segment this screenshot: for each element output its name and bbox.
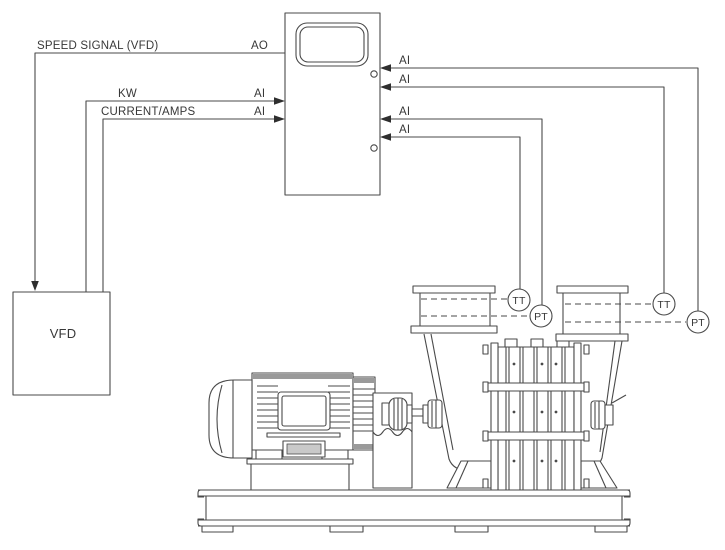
base-skid bbox=[197, 489, 631, 533]
ai-label-3: AI bbox=[399, 106, 410, 118]
blower-clamp-band bbox=[486, 431, 586, 441]
vent-line bbox=[611, 394, 627, 404]
blower-right-bearing bbox=[590, 394, 627, 430]
bolt bbox=[583, 478, 590, 489]
motor-foot bbox=[321, 449, 349, 460]
instrument-tt-left bbox=[507, 288, 531, 312]
motor-fins-right bbox=[328, 385, 350, 429]
arrowhead-current bbox=[274, 115, 285, 123]
blower-left-cone-inner bbox=[430, 333, 454, 451]
bolt bbox=[482, 381, 489, 393]
instrument-pt-left bbox=[529, 304, 553, 328]
motor-pedestal-top bbox=[246, 458, 354, 465]
motor-top-band bbox=[253, 374, 352, 379]
skid-foot-pad bbox=[329, 525, 364, 533]
motor-nameplate bbox=[277, 391, 331, 431]
tt-left-tag: TT bbox=[512, 295, 526, 307]
bolt bbox=[482, 478, 489, 489]
motor-pedestal bbox=[250, 463, 350, 491]
duct-right bbox=[555, 285, 629, 342]
duct-right-bottom-flange bbox=[555, 333, 629, 342]
speed-signal-label: SPEED SIGNAL (VFD) bbox=[37, 40, 158, 52]
current-amps-label: CURRENT/AMPS bbox=[101, 106, 196, 118]
coupling bbox=[381, 397, 443, 431]
arrowhead-to-vfd bbox=[31, 281, 39, 291]
coupling-disc bbox=[381, 402, 390, 426]
bolt bbox=[482, 430, 489, 442]
pt-right-tag: PT bbox=[691, 317, 705, 329]
speed-signal-io-label: AO bbox=[251, 40, 268, 52]
duct-left bbox=[410, 285, 498, 334]
ai-label-2: AI bbox=[399, 74, 410, 86]
instrument-pt-right bbox=[686, 310, 710, 334]
duct-right-top-flange bbox=[556, 285, 629, 294]
vfd-box: VFD bbox=[12, 291, 111, 396]
motor-foot bbox=[255, 449, 283, 460]
skid-left-flange-end bbox=[197, 518, 207, 527]
panel-latch-top bbox=[370, 70, 378, 78]
panel-latch-bottom bbox=[370, 144, 378, 152]
duct-left-bottom-flange bbox=[410, 325, 498, 334]
panel-window-inner bbox=[299, 26, 365, 63]
arrowhead-ai bbox=[380, 64, 391, 72]
tt-right-tag: TT bbox=[657, 299, 671, 311]
skid-left-flange-end bbox=[197, 489, 207, 498]
wire-kw bbox=[85, 100, 276, 292]
wiring-right: AI AI AI AI bbox=[380, 55, 699, 311]
skid-foot-pad bbox=[594, 525, 628, 533]
bell-fins bbox=[353, 388, 375, 432]
panel-enclosure bbox=[284, 12, 381, 196]
wire-speed-signal bbox=[34, 52, 285, 283]
blower-core-ribs bbox=[505, 347, 566, 490]
wire-current-amps bbox=[102, 118, 276, 292]
kw-io-label: AI bbox=[254, 88, 265, 100]
blower-clamp-band bbox=[486, 382, 586, 392]
arrowhead-ai bbox=[380, 115, 391, 123]
blower bbox=[423, 333, 627, 491]
motor-fins-left bbox=[257, 385, 278, 429]
duct-right-body bbox=[562, 292, 621, 335]
ai-label-4: AI bbox=[399, 124, 410, 136]
ai-label-1: AI bbox=[399, 55, 410, 67]
blower-right-cone-inner bbox=[599, 340, 616, 453]
wiring-left: SPEED SIGNAL (VFD) AO KW AI CURRENT/AMPS… bbox=[31, 40, 285, 292]
pt-left-tag: PT bbox=[534, 311, 548, 323]
bolt bbox=[583, 430, 590, 442]
wire-ai-pt-left bbox=[389, 118, 543, 305]
arrowhead-ai bbox=[380, 83, 391, 91]
wire-ai-tt-right bbox=[389, 86, 665, 293]
arrowhead-ai bbox=[380, 133, 391, 141]
vfd-label: VFD bbox=[50, 326, 77, 341]
motor-base-bar bbox=[266, 432, 341, 438]
blower-tie-rod-left bbox=[490, 342, 499, 491]
skid-right-flange-end bbox=[621, 489, 631, 498]
coupling-disc bbox=[406, 404, 413, 424]
arrowhead-kw bbox=[274, 97, 285, 105]
control-panel bbox=[284, 12, 381, 196]
panel-window-outer bbox=[295, 22, 369, 67]
skid-foot-pad bbox=[454, 525, 489, 533]
bolt bbox=[583, 344, 590, 355]
instruments: TT PT TT PT bbox=[507, 288, 710, 334]
blower-left-bearing bbox=[427, 399, 443, 429]
skid-foot-pad bbox=[201, 525, 234, 533]
blower-hub-flange bbox=[422, 404, 429, 424]
wire-ai-tt-left bbox=[389, 136, 521, 289]
guard-cutaway-line bbox=[372, 427, 413, 437]
current-amps-io-label: AI bbox=[254, 106, 265, 118]
motor bbox=[208, 372, 383, 491]
kw-label: KW bbox=[118, 88, 137, 100]
bolt bbox=[583, 381, 590, 393]
duct-left-body bbox=[419, 292, 491, 327]
bolt bbox=[482, 344, 489, 355]
shaft bbox=[411, 408, 424, 417]
wire-ai-pt-right bbox=[389, 67, 699, 311]
instrument-tt-right bbox=[652, 292, 676, 316]
blower-core bbox=[497, 346, 575, 491]
duct-left-top-flange bbox=[412, 285, 496, 294]
instrument-leaders bbox=[421, 298, 686, 323]
blower-tie-rod-right bbox=[573, 342, 582, 491]
motor-fan-cover bbox=[208, 379, 253, 459]
